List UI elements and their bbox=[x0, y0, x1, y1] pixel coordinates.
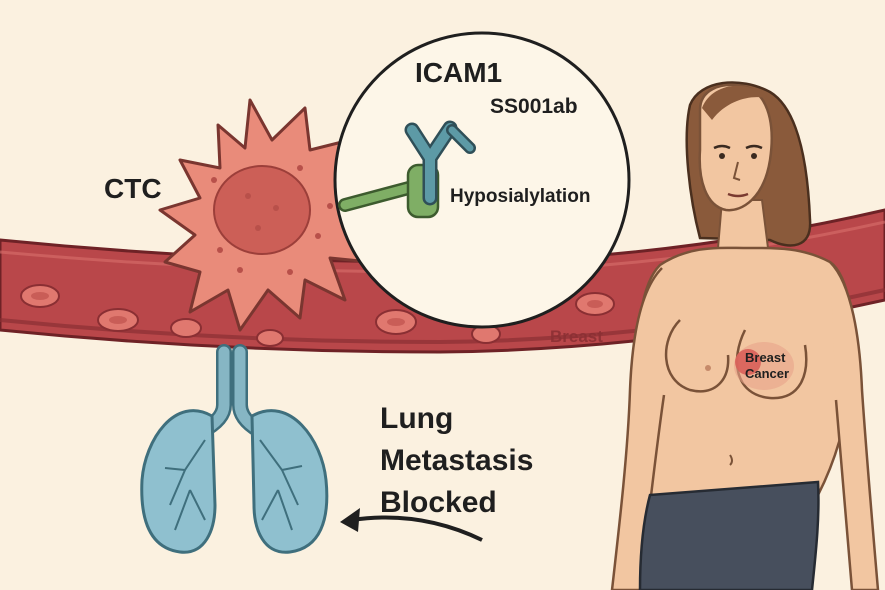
red-blood-cell bbox=[575, 292, 615, 316]
ctc-cell bbox=[158, 98, 377, 332]
breast-vessel-label: Breast bbox=[550, 327, 603, 346]
red-blood-cell bbox=[375, 309, 417, 335]
hyposialylation-label: Hyposialylation bbox=[450, 186, 590, 207]
outcome-line-2: Metastasis bbox=[380, 444, 533, 477]
pants bbox=[638, 480, 820, 590]
breast-cancer-line-2: Cancer bbox=[745, 366, 789, 381]
right-lung bbox=[250, 409, 329, 554]
red-blood-cell bbox=[256, 329, 284, 347]
red-blood-cells bbox=[20, 284, 615, 347]
outcome-line-1: Lung bbox=[380, 402, 453, 435]
zoom-inset: ICAM1 SS001ab Hyposialylation bbox=[333, 31, 631, 329]
antibody-label: SS001ab bbox=[490, 95, 578, 118]
outcome-label: Lung Metastasis Blocked bbox=[380, 402, 533, 519]
ctc-label: CTC bbox=[104, 173, 162, 204]
icam1-label: ICAM1 bbox=[415, 57, 502, 88]
breast-cancer-line-1: Breast bbox=[745, 350, 786, 365]
red-blood-cell bbox=[170, 318, 202, 338]
ctc-granules bbox=[211, 165, 333, 275]
antibody-y-icon bbox=[404, 120, 476, 206]
woman-figure: Breast Cancer bbox=[610, 81, 880, 590]
red-blood-cell bbox=[97, 308, 139, 332]
curved-arrow-icon bbox=[340, 508, 483, 542]
ctc-nucleus bbox=[213, 165, 311, 255]
red-blood-cell bbox=[20, 284, 60, 308]
bronchi bbox=[164, 439, 303, 531]
outcome-line-3: Blocked bbox=[380, 486, 497, 519]
face bbox=[698, 83, 773, 212]
tumor bbox=[735, 349, 761, 375]
left-lung bbox=[140, 409, 217, 554]
lungs bbox=[140, 344, 329, 554]
